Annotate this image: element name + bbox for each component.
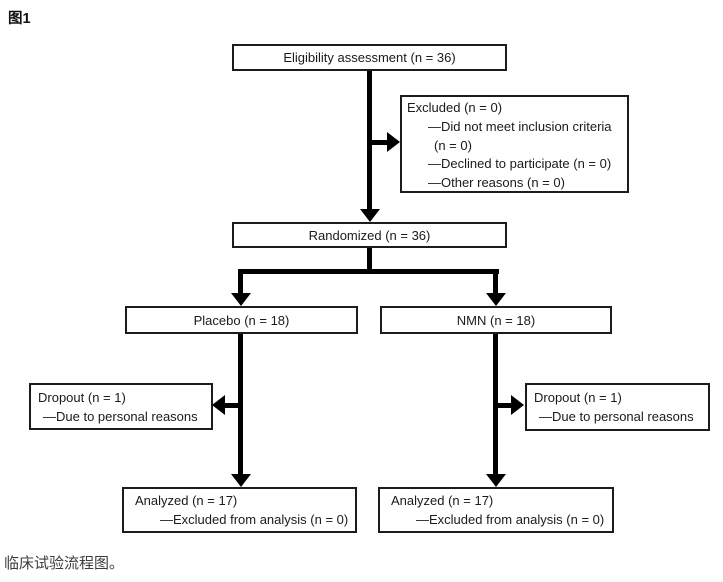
connector-to-dropout-left — [225, 403, 239, 408]
figure-label: 图1 — [8, 11, 31, 27]
analyzed-left-box: Analyzed (n = 17) —Excluded from analysi… — [122, 487, 357, 533]
arrowhead-into-randomized — [360, 209, 380, 222]
randomized-box: Randomized (n = 36) — [232, 222, 507, 248]
analyzed-left-title: Analyzed (n = 17) — [135, 493, 238, 508]
analyzed-right-title: Analyzed (n = 17) — [391, 493, 494, 508]
connector-nmn-to-analyzed — [493, 334, 498, 474]
arrowhead-into-analyzed-left — [231, 474, 251, 487]
analyzed-right-item: —Excluded from analysis (n = 0) — [416, 511, 605, 527]
dropout-right-box: Dropout (n = 1) —Due to personal reasons — [525, 383, 710, 431]
arrowhead-into-placebo — [231, 293, 251, 306]
eligibility-box: Eligibility assessment (n = 36) — [232, 44, 507, 71]
nmn-label: NMN (n = 18) — [456, 312, 536, 328]
analyzed-right-box: Analyzed (n = 17) —Excluded from analysi… — [378, 487, 614, 533]
eligibility-label: Eligibility assessment (n = 36) — [283, 50, 456, 65]
arrowhead-into-dropout-left — [212, 395, 225, 415]
placebo-box: Placebo (n = 18) — [125, 306, 358, 334]
connector-split-bar — [238, 269, 499, 274]
arrowhead-into-nmn — [486, 293, 506, 306]
nmn-box: NMN (n = 18) — [380, 306, 612, 334]
excluded-box: Excluded (n = 0) —Did not meet inclusion… — [400, 95, 629, 193]
dropout-right-item: —Due to personal reasons — [539, 408, 694, 424]
excluded-item: —Declined to participate (n = 0) — [428, 156, 612, 172]
arrowhead-into-dropout-right — [511, 395, 524, 415]
randomized-label: Randomized (n = 36) — [308, 227, 431, 243]
connector-split-left-stub — [238, 269, 243, 293]
dropout-left-title: Dropout (n = 1) — [38, 390, 126, 405]
connector-to-excluded — [369, 140, 388, 145]
excluded-item: —Did not meet inclusion criteria (n = 0) — [428, 118, 612, 153]
connector-randomized-stub — [367, 248, 372, 274]
arrowhead-into-analyzed-right — [486, 474, 506, 487]
figure-caption: 临床试验流程图。 — [4, 555, 125, 572]
arrowhead-into-excluded — [387, 132, 400, 152]
analyzed-left-item: —Excluded from analysis (n = 0) — [160, 511, 349, 527]
dropout-left-box: Dropout (n = 1) —Due to personal reasons — [29, 383, 213, 430]
connector-to-dropout-right — [498, 403, 512, 408]
dropout-right-title: Dropout (n = 1) — [534, 390, 622, 405]
excluded-item: —Other reasons (n = 0) — [428, 175, 565, 191]
connector-placebo-to-analyzed — [238, 334, 243, 474]
placebo-label: Placebo (n = 18) — [193, 312, 290, 328]
connector-split-right-stub — [493, 269, 498, 293]
dropout-left-item: —Due to personal reasons — [43, 408, 198, 424]
excluded-title: Excluded (n = 0) — [407, 100, 503, 115]
